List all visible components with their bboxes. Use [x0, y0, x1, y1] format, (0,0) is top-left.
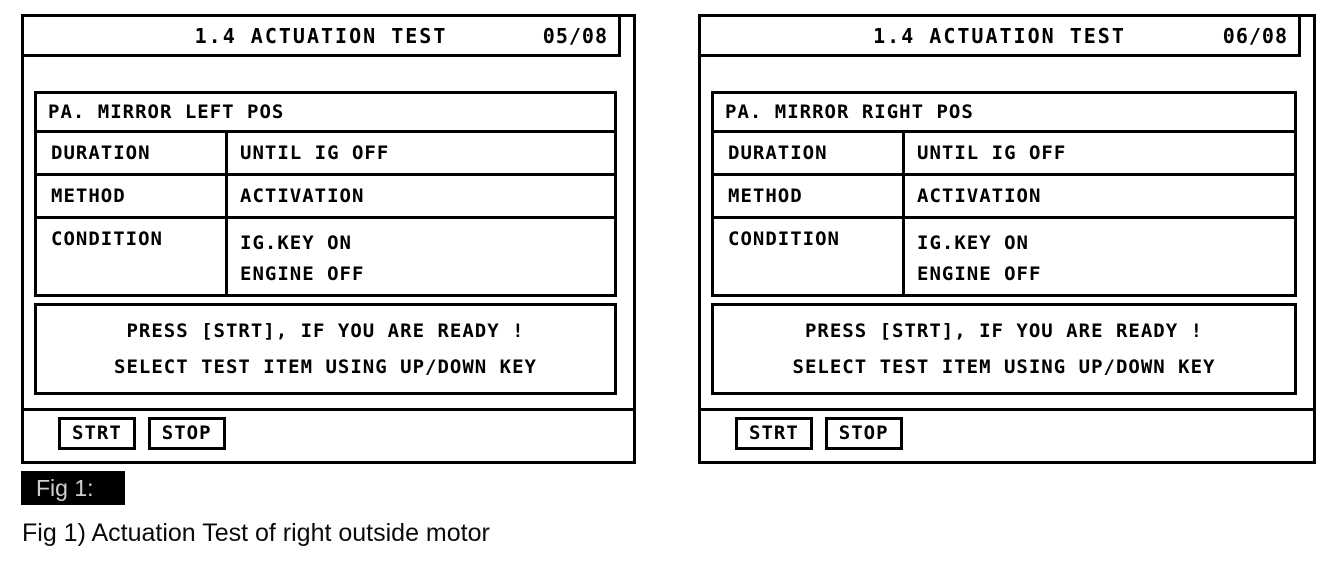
panel-title: 1.4 ACTUATION TEST	[194, 23, 448, 48]
stop-button[interactable]: STOP	[147, 417, 226, 450]
test-item-name: PA. MIRROR LEFT POS	[34, 91, 617, 133]
strt-button[interactable]: STRT	[58, 417, 136, 450]
parameters-table: DURATION UNTIL IG OFF METHOD ACTIVATION …	[34, 130, 617, 297]
row-label: CONDITION	[37, 219, 228, 294]
table-row-condition: CONDITION IG.KEY ON ENGINE OFF	[714, 216, 1294, 294]
message-line: SELECT TEST ITEM USING UP/DOWN KEY	[792, 356, 1216, 378]
table-row-method: METHOD ACTIVATION	[37, 173, 614, 216]
page-indicator: 05/08	[542, 24, 608, 48]
message-line: PRESS [STRT], IF YOU ARE READY !	[126, 320, 525, 342]
message-box: PRESS [STRT], IF YOU ARE READY ! SELECT …	[711, 303, 1297, 395]
stop-button[interactable]: STOP	[824, 417, 903, 450]
row-value: IG.KEY ON	[240, 232, 352, 254]
actuation-test-screen-right: 1.4 ACTUATION TEST 06/08 PA. MIRROR RIGH…	[698, 14, 1316, 464]
row-value: UNTIL IG OFF	[917, 142, 1067, 164]
page-indicator: 06/08	[1222, 24, 1288, 48]
row-value: IG.KEY ON	[917, 232, 1029, 254]
figure-caption: Fig 1) Actuation Test of right outside m…	[22, 519, 490, 547]
row-value: ACTIVATION	[917, 185, 1042, 207]
row-label: METHOD	[714, 176, 905, 216]
row-value: ENGINE OFF	[917, 263, 1042, 285]
row-label: METHOD	[37, 176, 228, 216]
row-label: DURATION	[37, 133, 228, 173]
actuation-test-screen-left: 1.4 ACTUATION TEST 05/08 PA. MIRROR LEFT…	[21, 14, 636, 464]
row-value: ENGINE OFF	[240, 263, 365, 285]
button-row: STRT STOP	[735, 417, 903, 450]
button-row: STRT STOP	[58, 417, 226, 450]
panel-header: 1.4 ACTUATION TEST 06/08	[701, 17, 1301, 57]
test-item-label: PA. MIRROR RIGHT POS	[725, 101, 974, 123]
row-value: ACTIVATION	[240, 185, 365, 207]
message-line: PRESS [STRT], IF YOU ARE READY !	[804, 320, 1204, 342]
table-row-method: METHOD ACTIVATION	[714, 173, 1294, 216]
panel-header: 1.4 ACTUATION TEST 05/08	[24, 17, 621, 57]
test-item-name: PA. MIRROR RIGHT POS	[711, 91, 1297, 133]
test-item-label: PA. MIRROR LEFT POS	[48, 101, 285, 123]
table-row-condition: CONDITION IG.KEY ON ENGINE OFF	[37, 216, 614, 294]
message-box: PRESS [STRT], IF YOU ARE READY ! SELECT …	[34, 303, 617, 395]
panel-title: 1.4 ACTUATION TEST	[873, 23, 1126, 48]
figure-badge: Fig 1:	[21, 471, 125, 505]
table-row-duration: DURATION UNTIL IG OFF	[714, 133, 1294, 173]
message-line: SELECT TEST ITEM USING UP/DOWN KEY	[114, 356, 537, 378]
strt-button[interactable]: STRT	[735, 417, 813, 450]
row-label: CONDITION	[714, 219, 905, 294]
parameters-table: DURATION UNTIL IG OFF METHOD ACTIVATION …	[711, 130, 1297, 297]
button-area-divider	[21, 408, 636, 411]
row-label: DURATION	[714, 133, 905, 173]
row-value: UNTIL IG OFF	[240, 142, 390, 164]
figure-badge-label: Fig 1:	[36, 474, 94, 501]
table-row-duration: DURATION UNTIL IG OFF	[37, 133, 614, 173]
button-area-divider	[698, 408, 1316, 411]
